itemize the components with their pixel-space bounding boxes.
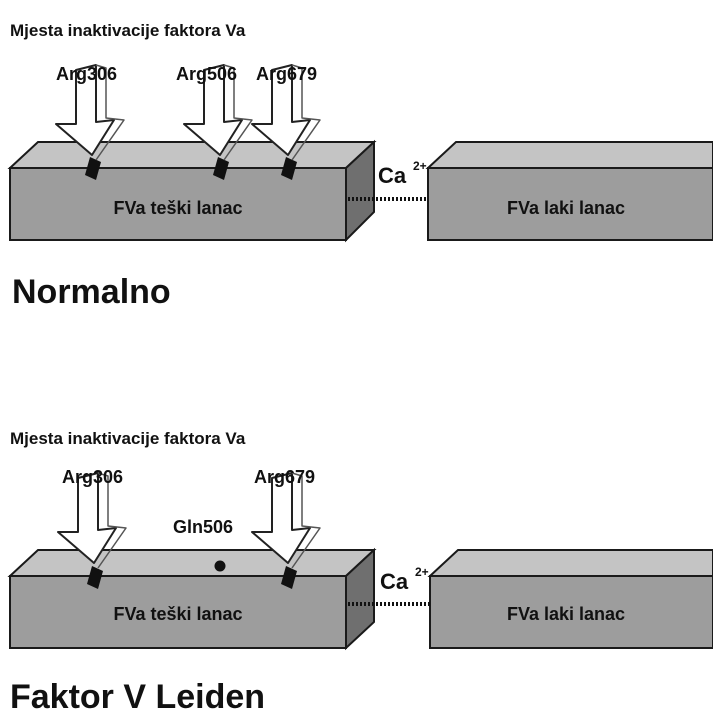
panel-caption: Normalno bbox=[12, 273, 171, 311]
heavy-chain-block bbox=[7, 547, 377, 651]
calcium-charge: 2+ bbox=[413, 159, 427, 173]
site-label-arg679: Arg679 bbox=[256, 64, 317, 84]
cleavage-site-arg506 bbox=[213, 157, 229, 180]
light-chain-block bbox=[427, 549, 713, 649]
light-chain-label: FVa laki lanac bbox=[507, 604, 625, 624]
cleavage-site-arg306 bbox=[87, 566, 103, 589]
heavy-chain-label: FVa teški lanac bbox=[113, 198, 242, 218]
light-chain-label: FVa laki lanac bbox=[507, 198, 625, 218]
calcium-charge: 2+ bbox=[415, 565, 429, 579]
panel-subtitle: Mjesta inaktivacije faktora Va bbox=[10, 429, 246, 448]
calcium-label: Ca bbox=[380, 569, 409, 594]
panel-leiden: Mjesta inaktivacije faktora Va FVa teški… bbox=[7, 429, 713, 716]
heavy-chain-label: FVa teški lanac bbox=[113, 604, 242, 624]
cleavage-site-arg679 bbox=[281, 566, 297, 589]
light-chain-block bbox=[425, 141, 713, 241]
site-label-arg306: Arg306 bbox=[56, 64, 117, 84]
site-label-arg506: Arg506 bbox=[176, 64, 237, 84]
panel-caption: Faktor V Leiden bbox=[10, 678, 265, 716]
panel-normal: Mjesta inaktivacije faktora Va FVa teški… bbox=[7, 21, 713, 311]
calcium-label: Ca bbox=[378, 163, 407, 188]
cleavage-site-arg679 bbox=[281, 157, 297, 180]
mutation-label: Gln506 bbox=[173, 517, 233, 537]
mutation-site-dot bbox=[214, 560, 226, 572]
site-label-arg306: Arg306 bbox=[62, 467, 123, 487]
heavy-chain-block bbox=[7, 139, 377, 243]
cleavage-site-arg306 bbox=[85, 157, 101, 180]
panel-subtitle: Mjesta inaktivacije faktora Va bbox=[10, 21, 246, 40]
site-label-arg679: Arg679 bbox=[254, 467, 315, 487]
